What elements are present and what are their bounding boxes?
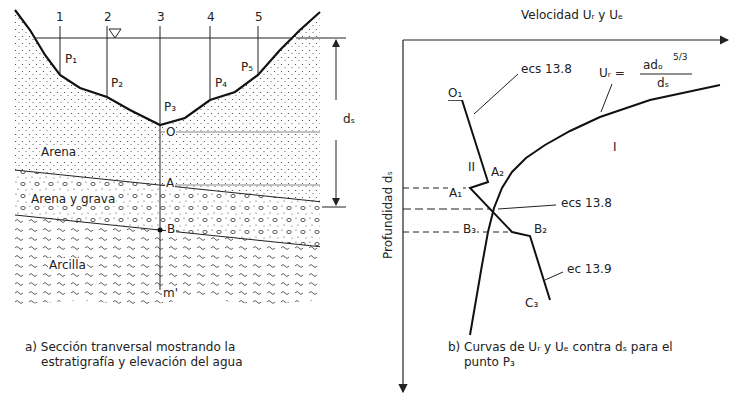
vertical-number: 2 (103, 10, 113, 24)
point-label: m' (162, 286, 179, 300)
stratum-boundary (15, 215, 320, 247)
clay-layer (15, 215, 320, 306)
equation-ref: ecs 13.8 (520, 62, 573, 76)
equation-ref: ec 13.9 (566, 262, 613, 276)
equation-ref: ecs 13.8 (560, 196, 613, 210)
point-label: A₂ (490, 165, 505, 179)
dimension-arrow (336, 40, 337, 100)
formula-part: dₛ (656, 76, 670, 90)
layer-name: Arcilla (48, 258, 87, 272)
point-label: A (165, 176, 175, 190)
formula-part: 5/3 (672, 52, 688, 62)
dashed-level (403, 232, 508, 233)
point-label: P₁ (64, 52, 78, 66)
leader-line (498, 205, 556, 209)
layer-name: Arena y grava (30, 192, 116, 206)
point-label: P₂ (110, 76, 124, 90)
vertical-line (258, 26, 259, 75)
vertical-number: 4 (206, 10, 216, 24)
point-label: B₃ (462, 222, 477, 236)
level-line (160, 185, 320, 186)
layer-name: Arena (40, 145, 77, 159)
axis-title: Profundidad dₛ (381, 170, 395, 260)
leader-line (545, 272, 563, 280)
point-label: O₁ (447, 86, 463, 100)
formula-part: adₒ (642, 58, 664, 72)
depth-axis (402, 40, 403, 392)
ur-curve (470, 85, 720, 335)
point-label: P₄ (214, 76, 228, 90)
axis-title: Velocidad Uᵣ y Uₑ (520, 8, 624, 22)
level-line (160, 132, 320, 133)
vertical-line (160, 26, 161, 290)
point-label: C₃ (524, 296, 539, 310)
point-label: P₅ (240, 60, 254, 74)
dimension-arrow (336, 140, 337, 205)
point-label: B₂ (533, 222, 548, 236)
terrain-line (15, 10, 320, 125)
caption: b) Curvas de Uᵣ y Uₑ contra dₛ para el p… (448, 340, 690, 370)
curve-label: I (612, 140, 618, 154)
leader-line (601, 84, 612, 112)
point-dot (158, 228, 163, 233)
sand-layer (15, 10, 320, 202)
water-symbol (109, 29, 121, 38)
formula-part: Uᵣ = (598, 66, 626, 80)
point-label: O (165, 125, 176, 139)
vertical-number: 5 (254, 10, 264, 24)
vertical-line (210, 26, 211, 100)
vertical-line (107, 26, 108, 97)
extension-line (296, 38, 346, 39)
dimension-label: dₛ (342, 112, 356, 126)
caption: a) Sección tranversal mostrando la estra… (25, 340, 267, 370)
curve-label: II (467, 160, 476, 174)
dashed-level (403, 209, 490, 210)
point-label: P₃ (163, 100, 177, 114)
water-level (35, 38, 292, 39)
vertical-number: 1 (55, 10, 65, 24)
extension-line (322, 207, 346, 208)
vertical-line (60, 26, 61, 75)
point-label: A₁ (448, 186, 463, 200)
point-label: B (166, 222, 176, 236)
vertical-number: 3 (156, 10, 166, 24)
leader-line (474, 74, 518, 114)
ue-curve (462, 100, 550, 300)
velocity-axis (403, 39, 728, 40)
fraction-bar (640, 74, 692, 75)
